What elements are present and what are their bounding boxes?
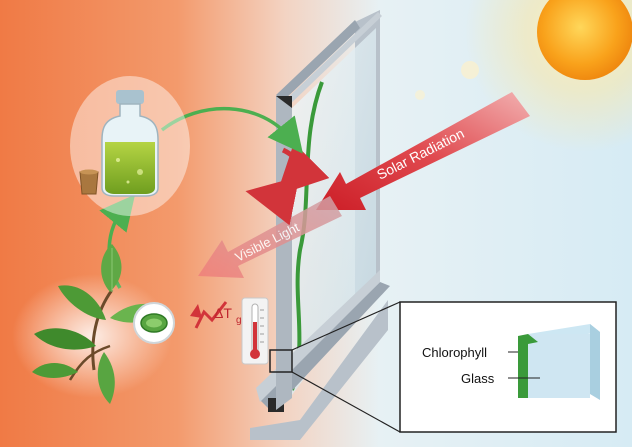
bottle-icon bbox=[70, 76, 190, 216]
zoom-selection bbox=[269, 349, 293, 373]
delta-t-subscript: g bbox=[236, 315, 242, 326]
magnifier-icon bbox=[133, 302, 175, 344]
chlorophyll-label: Chlorophyll bbox=[422, 345, 487, 360]
glass-label: Glass bbox=[461, 371, 495, 386]
chlorophyll-film bbox=[290, 81, 324, 391]
thermometer-icon bbox=[241, 297, 269, 365]
glass-block bbox=[528, 334, 590, 398]
cork-icon bbox=[79, 169, 99, 195]
zoom-line-top bbox=[291, 301, 401, 351]
delta-t-label: ΔT bbox=[214, 305, 232, 321]
delta-t-indicator: ΔT g bbox=[190, 301, 242, 329]
zoom-line-bottom bbox=[291, 371, 401, 433]
chlorophyll-layer bbox=[518, 336, 528, 398]
inset-panel: Chlorophyll Glass bbox=[399, 301, 617, 433]
